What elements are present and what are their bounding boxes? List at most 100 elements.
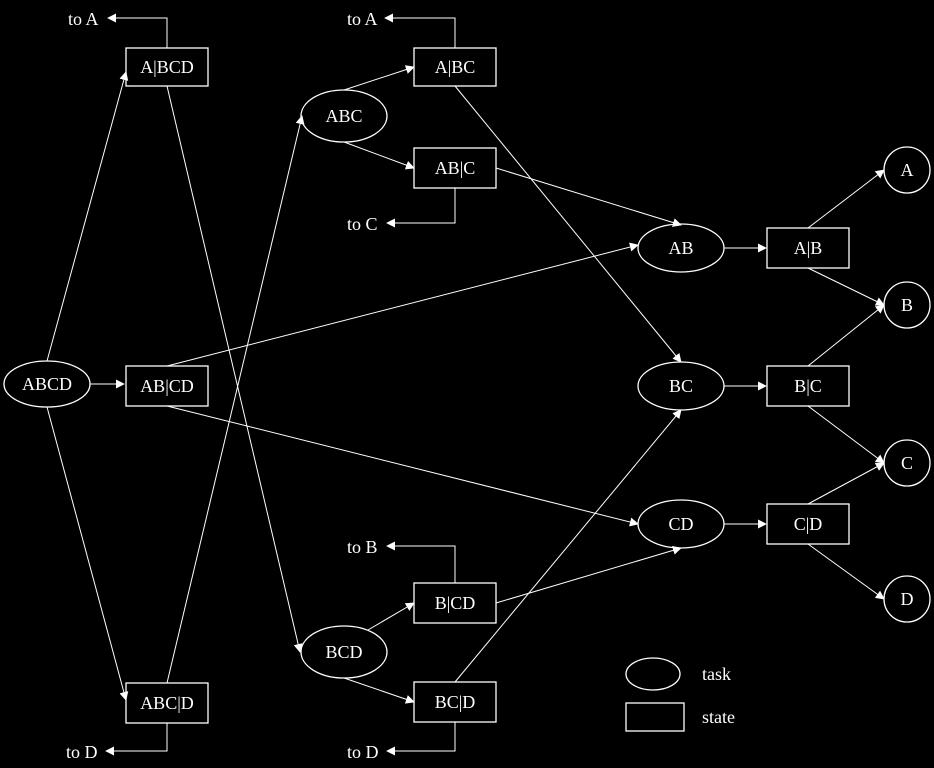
edge-ab-c-to-ab [495, 167, 682, 227]
state-shape [413, 47, 497, 87]
node-label: AB|CD [140, 376, 194, 396]
task-shape [300, 625, 388, 679]
edge-abc-d-to-abc [166, 115, 305, 684]
output-label-abc-d: to D [66, 742, 98, 762]
node-a-bcd: A|BCD [125, 47, 209, 87]
edge-a-b-to-b [807, 267, 885, 306]
node-b: B [883, 281, 931, 329]
task-shape [637, 223, 725, 273]
task-shape [300, 89, 388, 143]
node-c: C [883, 439, 931, 487]
edge-abcd-to-abc-d [46, 406, 129, 701]
node-abc: ABC [300, 89, 388, 143]
state-shape [766, 503, 850, 545]
output-arrow-bc-d [386, 722, 456, 756]
node-bc-d: BC|D [413, 681, 497, 723]
node-ab-cd: AB|CD [125, 365, 209, 407]
edge-a-bc-to-bc [454, 85, 682, 363]
node-label: BC [669, 376, 693, 396]
output-label-ab-c: to C [347, 214, 378, 234]
node-cd: CD [637, 499, 725, 549]
node-label: BCD [325, 642, 362, 662]
edge-abc-to-ab-c [343, 141, 415, 170]
node-label: AB [668, 238, 693, 258]
node-label: A [901, 160, 914, 180]
output-label-bc-d: to D [347, 742, 379, 762]
output-arrow-a-bcd [107, 13, 168, 48]
edge-b-c-to-c [807, 405, 885, 464]
output-label-a-bcd: to A [68, 9, 99, 29]
legend-task-label: task [702, 664, 731, 684]
state-shape [766, 365, 850, 407]
node-ab: AB [637, 223, 725, 273]
node-c-d: C|D [766, 503, 850, 545]
node-bcd: BCD [300, 625, 388, 679]
state-shape [413, 681, 497, 723]
task-shape [3, 360, 91, 408]
edge-abcd-to-a-bcd [46, 71, 129, 362]
task-shape [637, 361, 725, 411]
node-label: B [901, 295, 913, 315]
legend-state-label: state [702, 707, 735, 727]
edge-c-d-to-d [807, 543, 885, 600]
node-label: ABC|D [140, 693, 194, 713]
edge-bcd-to-bc-d [343, 677, 415, 704]
edge-a-b-to-a [807, 169, 885, 229]
legend: task state [625, 657, 735, 732]
edge-c-d-to-c [807, 462, 885, 505]
product-shape [883, 281, 931, 329]
node-ab-c: AB|C [413, 147, 497, 189]
node-bc: BC [637, 361, 725, 411]
state-shape [413, 582, 497, 624]
product-shape [883, 575, 931, 623]
node-a: A [883, 146, 931, 194]
edge-ab-cd-to-cd [166, 405, 639, 527]
node-label: C|D [794, 514, 823, 534]
node-abcd: ABCD [3, 360, 91, 408]
edge-bcd-to-b-cd [367, 602, 415, 631]
node-label: BC|D [435, 692, 476, 712]
edge-a-bcd-to-bcd [166, 85, 303, 653]
legend-task-shape [625, 657, 681, 691]
outputs-layer [105, 13, 456, 756]
state-shape [766, 227, 850, 269]
node-label: A|B [794, 238, 823, 258]
node-label: D [901, 589, 914, 609]
node-label: ABC [325, 106, 362, 126]
state-shape [125, 682, 209, 724]
output-arrow-abc-d [105, 723, 168, 756]
output-label-a-bc: to A [347, 9, 378, 29]
node-label: CD [668, 514, 693, 534]
edge-bc-d-to-bc [454, 409, 682, 683]
output-label-b-cd: to B [347, 537, 378, 557]
output-arrow-a-bc [384, 13, 456, 48]
node-label: ABCD [22, 374, 72, 394]
state-shape [413, 147, 497, 189]
output-arrow-ab-c [386, 188, 456, 228]
node-a-bc: A|BC [413, 47, 497, 87]
edge-abc-to-a-bc [343, 65, 415, 91]
edges-layer [46, 65, 885, 704]
edge-ab-cd-to-ab [166, 242, 639, 367]
state-shape [125, 47, 209, 87]
node-label: B|CD [435, 593, 476, 613]
node-label: B|C [794, 376, 822, 396]
node-abc-d: ABC|D [125, 682, 209, 724]
node-label: A|BCD [140, 57, 194, 77]
node-d: D [883, 575, 931, 623]
task-shape [637, 499, 725, 549]
node-label: AB|C [435, 158, 476, 178]
node-b-c: B|C [766, 365, 850, 407]
edge-b-c-to-b [807, 304, 885, 367]
output-arrow-b-cd [386, 541, 456, 583]
product-shape [883, 146, 931, 194]
legend-state-shape [625, 702, 685, 732]
node-a-b: A|B [766, 227, 850, 269]
state-shape [125, 365, 209, 407]
node-label: A|BC [435, 57, 476, 77]
edge-b-cd-to-cd [495, 545, 682, 604]
product-shape [883, 439, 931, 487]
node-label: C [901, 453, 913, 473]
